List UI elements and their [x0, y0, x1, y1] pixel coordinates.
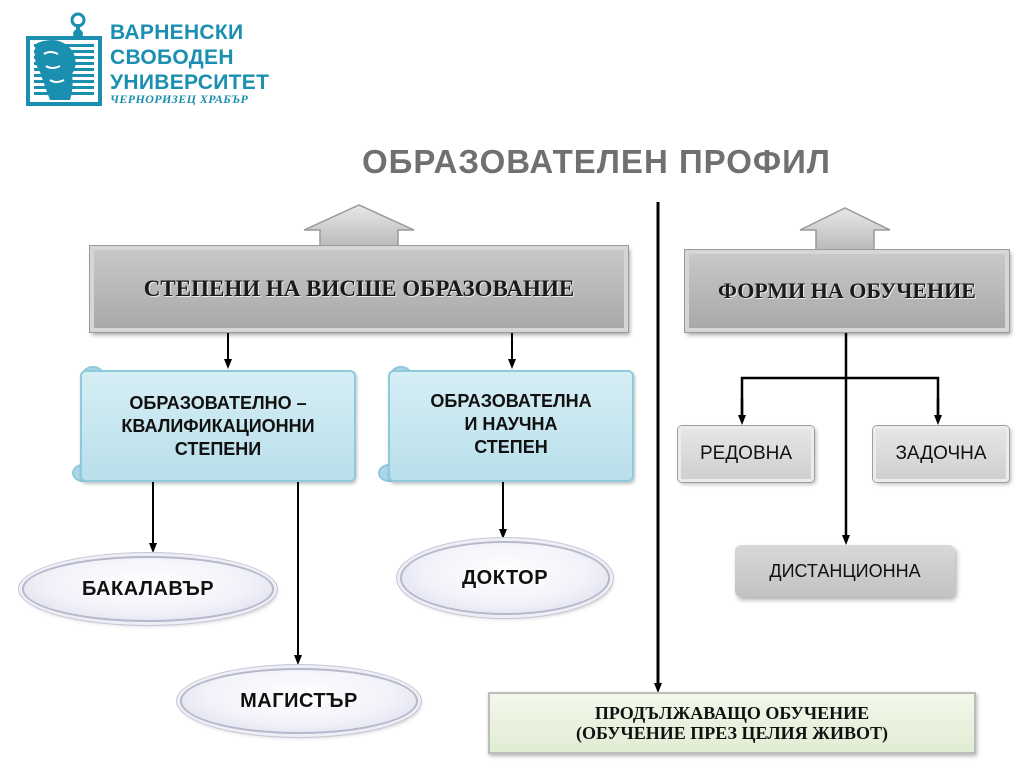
up-arrow-degrees-icon	[303, 204, 415, 249]
university-name-line2: СВОБОДЕН	[110, 46, 234, 69]
qualification-line3: СТЕПЕНИ	[174, 438, 262, 459]
continuing-line1: ПРОДЪЛЖАВАЩО ОБУЧЕНИЕ	[594, 703, 870, 723]
master-oval: МАГИСТЪР	[180, 668, 418, 734]
doctor-oval: ДОКТОР	[400, 541, 610, 615]
up-arrow-forms-icon	[799, 207, 891, 253]
qualification-degrees-scroll: ОБРАЗОВАТЕЛНО – КВАЛИФИКАЦИОННИ СТЕПЕНИ	[80, 370, 356, 482]
continuing-line2: (ОБУЧЕНИЕ ПРЕЗ ЦЕЛИЯ ЖИВОТ)	[576, 723, 888, 743]
qualification-line1: ОБРАЗОВАТЕЛНО –	[129, 392, 307, 413]
university-subtitle: ЧЕРНОРИЗЕЦ ХРАБЪР	[110, 92, 249, 106]
page-title: ОБРАЗОВАТЕЛЕН ПРОФИЛ	[362, 143, 831, 180]
scientific-degree-scroll: ОБРАЗОВАТЕЛНА И НАУЧНА СТЕПЕН	[388, 370, 634, 482]
full-time-form-box: РЕДОВНА	[678, 426, 814, 482]
university-name-line1: ВАРНЕНСКИ	[110, 21, 244, 44]
distance-form-box: ДИСТАНЦИОННА	[735, 545, 955, 597]
forms-header-box: ФОРМИ НА ОБУЧЕНИЕ	[685, 250, 1009, 332]
bachelor-oval: БАКАЛАВЪР	[22, 556, 274, 622]
scientific-line1: ОБРАЗОВАТЕЛНА	[430, 391, 592, 411]
forms-branch	[740, 376, 940, 420]
part-time-form-box: ЗАДОЧНА	[873, 426, 1009, 482]
university-name: ВАРНЕНСКИ СВОБОДЕН УНИВЕРСИТЕТ	[110, 20, 269, 95]
university-logo-icon	[26, 12, 102, 106]
continuing-education-box: ПРОДЪЛЖАВАЩО ОБУЧЕНИЕ (ОБУЧЕНИЕ ПРЕЗ ЦЕЛ…	[488, 692, 976, 754]
scientific-line3: СТЕПЕН	[474, 437, 548, 457]
university-name-line3: УНИВЕРСИТЕТ	[110, 71, 270, 94]
qualification-line2: КВАЛИФИКАЦИОННИ	[121, 415, 315, 436]
degrees-header-box: СТЕПЕНИ НА ВИСШЕ ОБРАЗОВАНИЕ	[90, 246, 628, 332]
scientific-line2: И НАУЧНА	[464, 414, 558, 434]
